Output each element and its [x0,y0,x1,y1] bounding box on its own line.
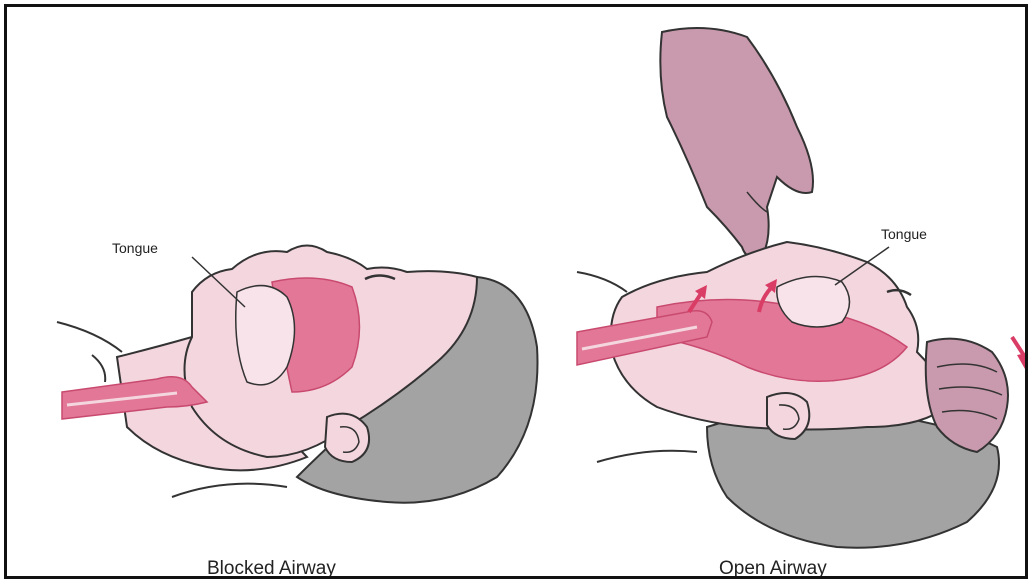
open-airway-figure [577,28,1025,548]
blocked-airway-figure [57,246,538,503]
arrow-down-right-head [1017,353,1025,369]
tongue-label-right: Tongue [881,226,927,242]
ear-right [767,393,809,439]
caption-open-airway: Open Airway [719,558,827,579]
shoulder-line-right [577,272,627,292]
tongue-shape-left [236,286,295,385]
ear-left [325,414,369,462]
caption-blocked-airway: Blocked Airway [207,558,336,579]
tongue-label-left: Tongue [112,240,158,256]
chest-line-right [597,451,697,462]
chest-line-left [172,484,287,497]
illustration [7,7,1025,576]
shoulder-line-left-2 [92,355,105,382]
diagram-frame: Tongue Tongue Blocked Airway Open Airway [4,4,1028,579]
hand-top [660,28,813,258]
shoulder-line-left [57,322,122,352]
